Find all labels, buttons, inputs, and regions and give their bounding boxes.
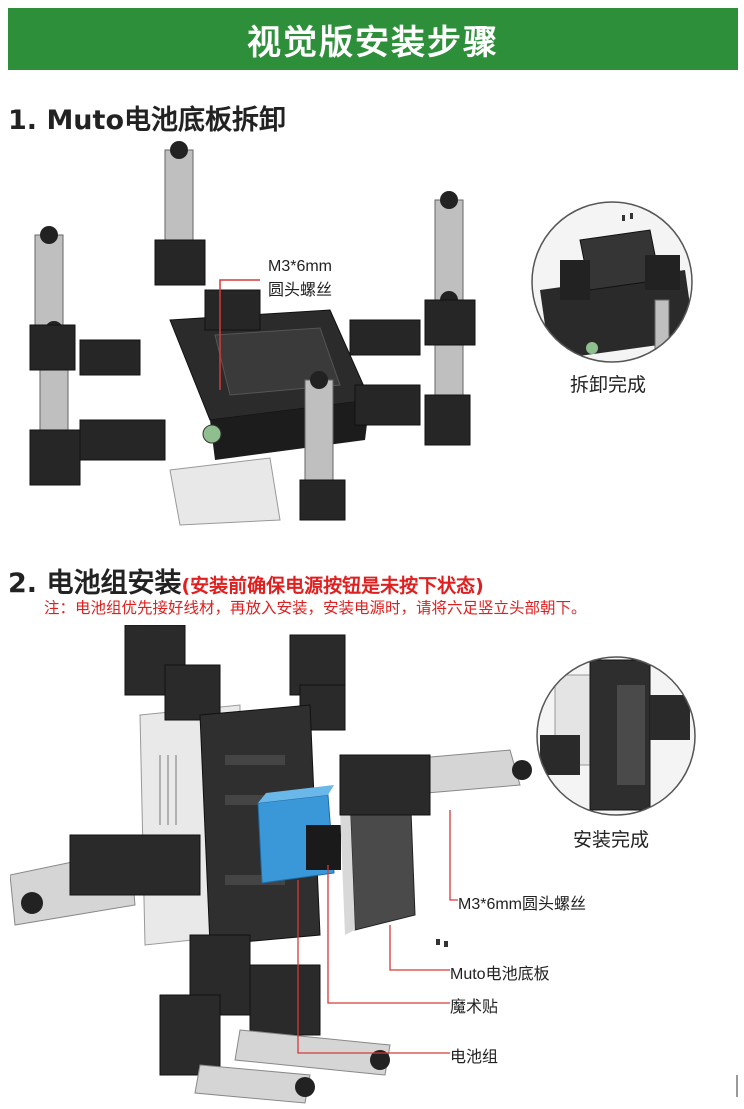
step2-robot-illustration (10, 625, 532, 1104)
step2-heading-warning: (安装前确保电源按钮是未按下状态) (181, 575, 484, 597)
step2-battery-label: 电池组 (450, 1049, 499, 1066)
banner-title: 视觉版安装步骤 (247, 22, 499, 63)
step1-screw-label-line1: M3*6mm (268, 258, 333, 275)
step2-velcro-label: 魔术贴 (450, 999, 499, 1016)
step1-heading: 1. Muto电池底板拆卸 (8, 98, 286, 137)
step1-screw-label: M3*6mm 圆头螺丝 (268, 258, 332, 300)
step2-screw-label: M3*6mm圆头螺丝 (458, 896, 587, 913)
step2-heading: 2. 电池组安装(安装前确保电源按钮是未按下状态) (8, 561, 484, 600)
step2-heading-text: 2. 电池组安装 (8, 568, 182, 599)
step2-note: 注：电池组优先接好线材，再放入安装，安装电源时，请将六足竖立头部朝下。 (44, 599, 587, 617)
step1-heading-text: 1. Muto电池底板拆卸 (8, 105, 286, 136)
step2-inset-detail (536, 656, 696, 816)
page-edge-mark (736, 1075, 738, 1097)
step2-base-plate-label: Muto电池底板 (450, 966, 550, 983)
step1-screw-label-line2: 圆头螺丝 (268, 282, 333, 299)
step1-robot-illustration (29, 141, 476, 526)
step2-done-caption: 安装完成 (573, 829, 650, 851)
step1-inset-detail (531, 201, 693, 363)
page-banner: 视觉版安装步骤 (8, 8, 738, 70)
step1-done-caption: 拆卸完成 (570, 374, 647, 396)
